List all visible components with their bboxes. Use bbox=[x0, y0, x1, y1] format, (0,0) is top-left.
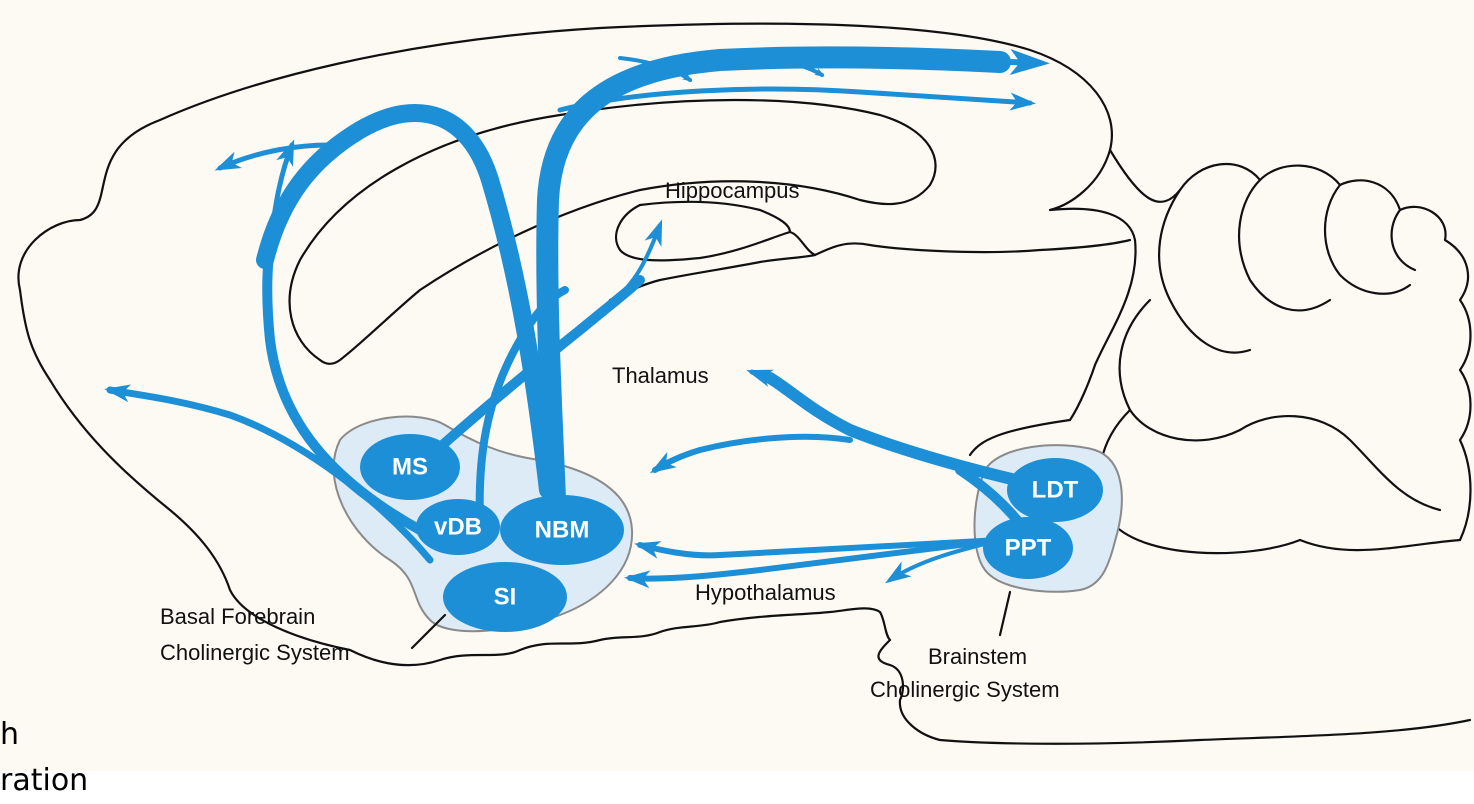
nucleus-si-label: SI bbox=[494, 584, 517, 611]
nucleus-nbm-label: NBM bbox=[535, 517, 590, 544]
nucleus-ppt-label: PPT bbox=[1005, 535, 1052, 562]
brainstem-label-line2: Cholinergic System bbox=[870, 677, 1060, 702]
cropped-caption-text: h ration bbox=[0, 712, 88, 804]
cropped-caption-line1: h bbox=[0, 712, 88, 758]
thalamus-label: Thalamus bbox=[612, 363, 709, 388]
nucleus-vdb-label: vDB bbox=[434, 514, 482, 541]
nbm-trunk-arrow-end bbox=[950, 60, 1040, 63]
nucleus-ldt-label: LDT bbox=[1032, 477, 1079, 504]
basal-forebrain-label-line1: Basal Forebrain bbox=[160, 604, 315, 629]
brainstem-label-line1: Brainstem bbox=[928, 644, 1027, 669]
brain-cholinergic-diagram: MS vDB NBM SI LDT PPT Hippocampus Thalam… bbox=[0, 0, 1474, 771]
hippocampus-label: Hippocampus bbox=[665, 178, 800, 203]
basal-forebrain-label-line2: Cholinergic System bbox=[160, 640, 350, 665]
nucleus-ms-label: MS bbox=[392, 454, 428, 481]
hypothalamus-label: Hypothalamus bbox=[695, 580, 836, 605]
cropped-caption-line2: ration bbox=[0, 758, 88, 804]
